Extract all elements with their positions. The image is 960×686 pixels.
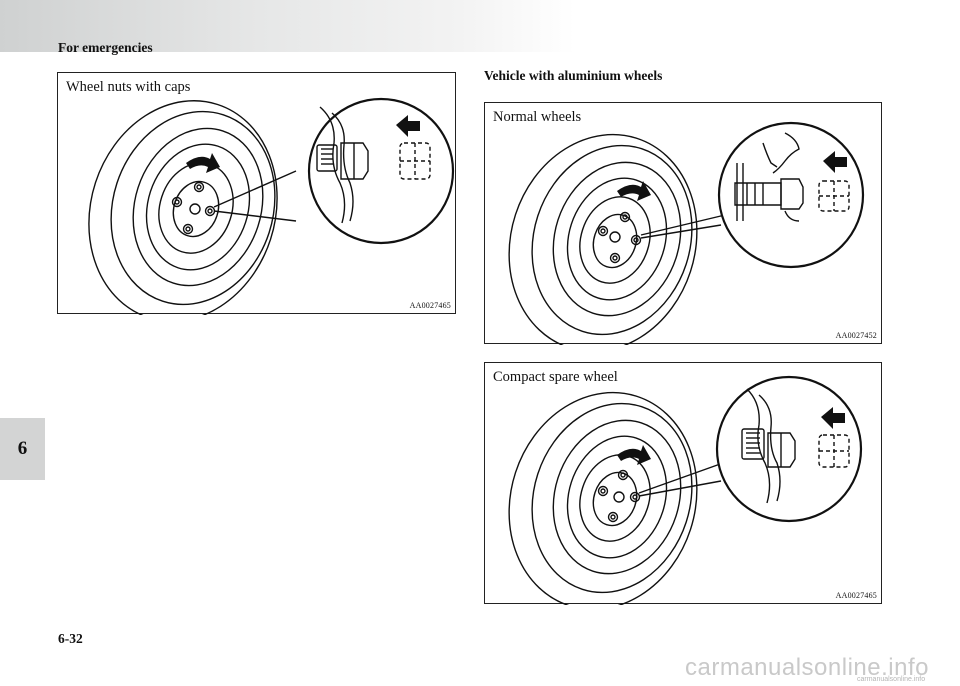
wheel-illustration [508, 121, 865, 345]
figure-caption: Normal wheels [493, 109, 582, 125]
figure-compact-spare-wheel: Compact spare wheel AA0027465 [484, 362, 882, 605]
watermark-small: carmanualsonline.info [857, 676, 926, 683]
right-column-heading: Vehicle with aluminium wheels [484, 68, 663, 83]
page-number: 6-32 [58, 631, 83, 646]
wheel-illustration [508, 375, 863, 605]
wheel-illustration [88, 97, 455, 315]
left-arrow-icon [821, 407, 845, 429]
watermark: carmanualsonline.info [685, 654, 929, 681]
figure-wheel-nuts-with-caps: Wheel nuts with caps AA0027465 [57, 72, 456, 315]
wheel-nut-detail [715, 375, 863, 523]
left-arrow-icon [396, 115, 420, 137]
rotation-arrow-icon [617, 445, 651, 465]
rotation-arrow-icon [617, 181, 651, 201]
section-title: For emergencies [58, 40, 153, 55]
left-arrow-icon [823, 151, 847, 173]
header-band [0, 0, 575, 52]
chapter-tab: 6 [0, 418, 45, 480]
wheel-nut-detail [307, 97, 455, 245]
figure-code: AA0027465 [835, 591, 877, 600]
figure-code: AA0027465 [409, 301, 451, 310]
figure-caption: Wheel nuts with caps [66, 79, 191, 95]
figure-caption: Compact spare wheel [493, 369, 618, 385]
figure-normal-wheels: Normal wheels AA0027452 [484, 102, 882, 345]
rotation-arrow-icon [186, 153, 220, 173]
figure-code: AA0027452 [835, 331, 877, 340]
chapter-number: 6 [17, 438, 28, 459]
wheel-nut-detail [717, 121, 865, 269]
